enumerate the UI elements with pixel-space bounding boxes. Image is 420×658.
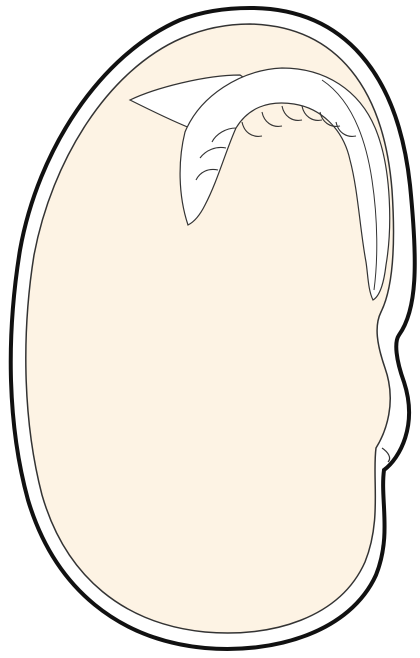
bean-seed-diagram: [0, 0, 420, 658]
